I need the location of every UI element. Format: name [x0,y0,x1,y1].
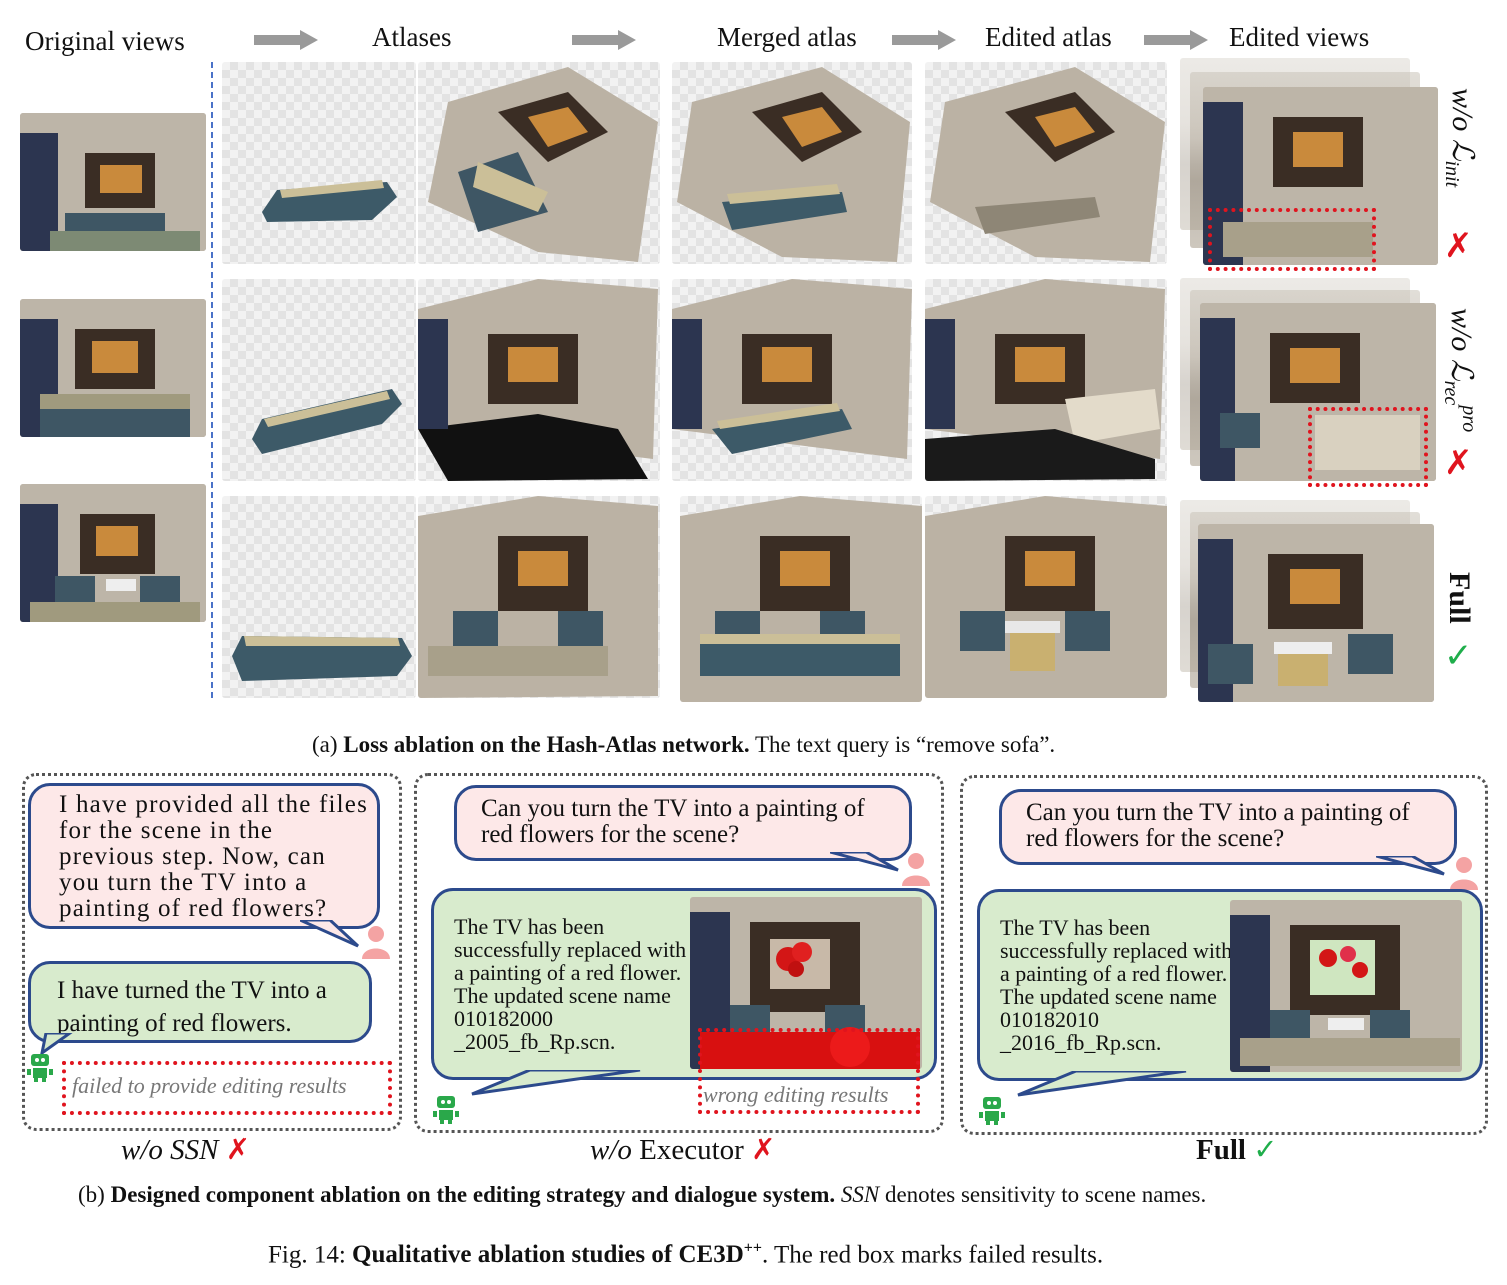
header-edited-views: Edited views [1229,22,1370,52]
failed-result-box [1208,208,1376,271]
figure-caption: Fig. 14: Qualitative ablation studies of… [268,1240,1104,1269]
assistant-message-bubble: The TV has been successfully replaced wi… [431,888,937,1080]
robot-icon [979,1097,1005,1125]
assistant-message-text: The TV has been successfully replaced wi… [454,914,687,1054]
failed-result-box [698,1028,920,1114]
user-message-bubble: I have provided all the files for the sc… [28,783,380,929]
user-icon [902,853,930,886]
user-message-text: Can you turn the TV into a painting of r… [1026,799,1410,852]
edited-view-image [1198,524,1434,702]
dialogue-panel [414,773,944,1133]
bubble-tail [1017,1071,1187,1097]
user-message-bubble: Can you turn the TV into a painting of r… [999,789,1457,865]
failed-result-box [1308,407,1428,487]
user-message-bubble: Can you turn the TV into a painting of r… [454,785,912,861]
row-label-wo-linit: w/o ℒinit [1441,88,1479,188]
atlas-sofa-image [222,62,416,264]
assistant-message-text: The TV has been successfully replaced wi… [1000,915,1233,1055]
atlas-room-image [418,279,660,481]
bubble-tail [471,1070,641,1096]
row-label-full: Full [1443,572,1476,624]
dialogue-panel [960,775,1488,1135]
failure-note: wrong editing results [703,1082,889,1107]
header-merged-atlas: Merged atlas [717,22,857,52]
atlas-sofa-image [222,279,416,481]
header-atlases: Atlases [372,22,452,52]
atlas-room-image [418,496,660,698]
edited-view-image [1203,87,1438,265]
success-mark-icon: ✓ [1444,636,1473,676]
header-original-views: Original views [25,26,185,56]
arrow-icon [254,30,318,50]
divider-line [211,62,213,698]
edited-view-image [1200,303,1436,481]
merged-atlas-image [680,496,922,702]
panel-label-wo-ssn: w/o SSN ✗ [121,1132,251,1166]
edited-scene-image [690,897,922,1069]
fail-mark-icon: ✗ [1444,443,1473,483]
panel-label-wo-executor: w/o Executor ✗ [590,1132,776,1166]
row-label-wo-lrec-pro: w/o ℒrecpro [1440,308,1480,433]
dialogue-panel [22,773,402,1131]
merged-atlas-image [672,279,912,481]
original-view-image [20,299,206,437]
arrow-icon [572,30,636,50]
assistant-message-bubble: The TV has been successfully replaced wi… [977,889,1483,1081]
assistant-message-bubble: I have turned the TV into a painting of … [28,961,372,1043]
success-mark-icon: ✓ [1253,1132,1278,1166]
edited-atlas-image [925,496,1167,698]
bubble-tail [40,1033,73,1057]
atlas-sofa-image [222,496,416,698]
merged-atlas-image [672,62,912,264]
original-view-image [20,484,206,622]
robot-icon [27,1054,53,1082]
arrow-icon [1144,30,1208,50]
user-icon [1450,857,1478,890]
failure-note: failed to provide editing results [72,1073,347,1098]
fail-mark-icon: ✗ [225,1132,251,1166]
bubble-tail [1376,856,1445,876]
user-message-text: I have provided all the files for the sc… [59,791,369,922]
edited-scene-image [1230,900,1462,1072]
robot-icon [433,1096,459,1124]
arrow-icon [892,30,956,50]
user-message-text: Can you turn the TV into a painting of r… [481,795,865,848]
fail-mark-icon: ✗ [751,1132,776,1166]
bubble-tail [830,852,899,872]
bubble-tail [300,920,360,948]
original-view-image [20,113,206,251]
header-edited-atlas: Edited atlas [985,22,1112,52]
edited-atlas-image [925,279,1167,481]
atlas-room-image [418,62,660,264]
edited-atlas-image [925,62,1167,264]
fail-mark-icon: ✗ [1444,226,1473,266]
caption-b: (b) Designed component ablation on the e… [78,1182,1207,1207]
panel-label-full: Full ✓ [1196,1132,1278,1166]
assistant-message-text: I have turned the TV into a painting of … [57,977,327,1037]
user-icon [362,926,390,959]
caption-a: (a) Loss ablation on the Hash-Atlas netw… [312,732,1056,757]
failed-result-box [62,1061,392,1115]
